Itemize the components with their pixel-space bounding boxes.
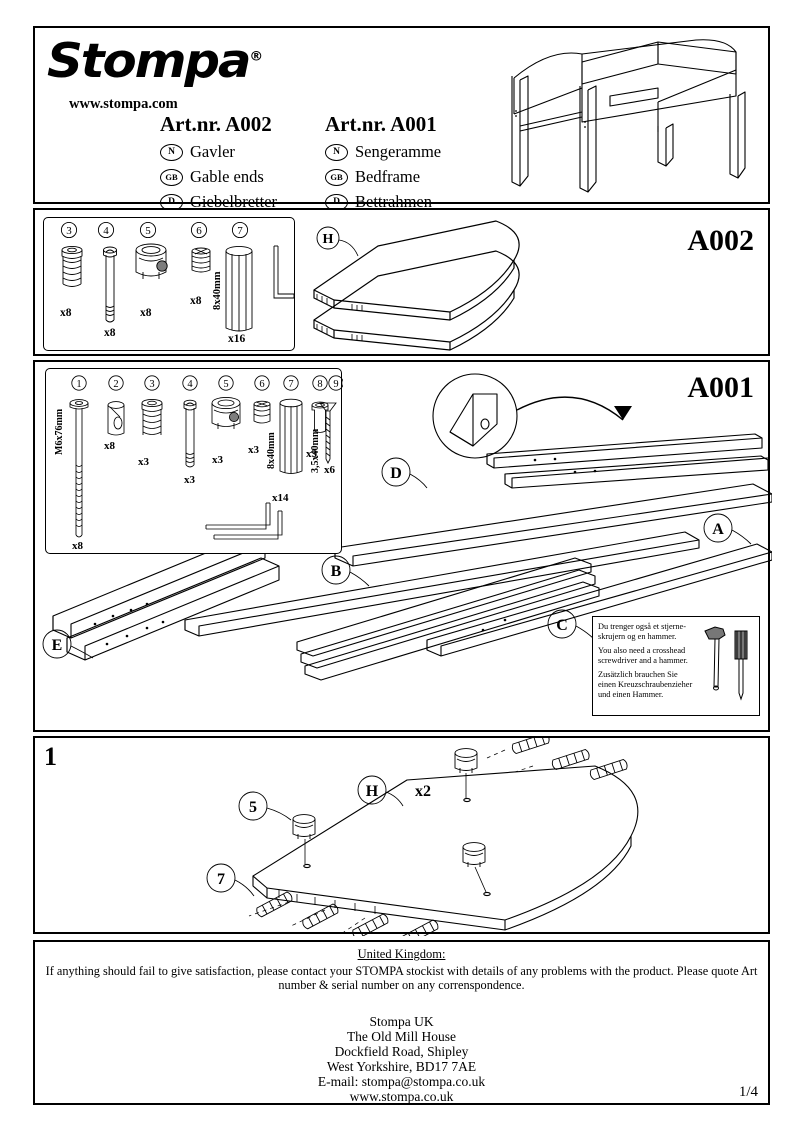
a001-parts-illustration: 1 2 3 4 5 6 7 8 9 xyxy=(54,375,343,552)
lang-label-d: Giebelbretter xyxy=(190,192,278,211)
size-a002-7: 8x40mm xyxy=(212,271,223,310)
lang-label-gb: Gable ends xyxy=(190,167,264,186)
lang-row-n: N Gavler xyxy=(160,142,277,162)
part-number-7: 7 xyxy=(237,225,243,237)
tools-note-no: Du trenger også et stjerne- skrujern og … xyxy=(598,622,687,641)
size-a001-7: 8x40mm xyxy=(266,432,277,469)
a001-panel: A001 xyxy=(33,360,772,732)
qty-a001-9: x6 xyxy=(324,464,336,476)
website-url: www.stompa.com xyxy=(69,96,178,112)
callout-e: E xyxy=(52,637,63,654)
callout-a: A xyxy=(712,521,724,538)
hammer-icon xyxy=(704,626,726,691)
tools-icons xyxy=(704,626,748,701)
qty-a002-5: x8 xyxy=(140,307,152,319)
panel-qty: x2 xyxy=(415,783,431,800)
company-address: Stompa UK The Old Mill House Dockfield R… xyxy=(35,1014,768,1104)
header-panel: Stompa® www.stompa.com Art.nr. A002 N Ga… xyxy=(33,26,770,211)
page-number: 1/4 xyxy=(738,1084,758,1100)
flag-badge-n: N xyxy=(160,143,183,161)
address-line-company: Stompa UK xyxy=(369,1014,434,1029)
callout-part-5: 5 xyxy=(249,799,257,816)
qty-a001-4: x3 xyxy=(184,474,196,486)
svg-text:4: 4 xyxy=(187,379,193,390)
qty-a001-1: x8 xyxy=(72,540,84,552)
bed-frame-illustration xyxy=(511,39,746,193)
a001-rails-illustration: D A B C E xyxy=(42,373,772,681)
tools-note-de: Zusätzlich brauchen Sie einen Kreuzschra… xyxy=(598,670,693,699)
svg-text:8: 8 xyxy=(317,379,322,390)
size-a001-1: M6x76mm xyxy=(54,408,65,455)
address-line-street: Dockfield Road, Shipley xyxy=(334,1044,469,1059)
svg-text:2: 2 xyxy=(113,379,118,390)
part-number-5: 5 xyxy=(145,225,151,237)
qty-a001-3: x3 xyxy=(138,456,150,468)
art-number-a001: Art.nr. A001 xyxy=(325,112,437,136)
address-line-building: The Old Mill House xyxy=(346,1029,457,1044)
screwdriver-icon xyxy=(734,630,748,701)
qty-a002-3: x8 xyxy=(60,307,72,319)
part-number-3: 3 xyxy=(66,225,72,237)
svg-text:6: 6 xyxy=(259,379,264,390)
callout-b: B xyxy=(331,563,342,580)
flag-badge-gb: GB xyxy=(160,168,183,186)
svg-text:1: 1 xyxy=(76,379,81,390)
svg-text:3: 3 xyxy=(149,379,154,390)
qty-a001-2: x8 xyxy=(104,440,116,452)
a001-code-label: A001 xyxy=(687,371,754,404)
footer-panel: United Kingdom: If anything should fail … xyxy=(33,940,770,1105)
callout-panel-h: H xyxy=(366,783,379,800)
a002-code-label: A002 xyxy=(687,224,754,257)
step-1-panel: 1 xyxy=(33,736,770,936)
footer-country-title: United Kingdom: xyxy=(357,947,446,961)
a002-gable-panels-illustration: H xyxy=(313,220,520,351)
tools-note-text: Du trenger også et stjerne- skrujern og … xyxy=(598,622,703,699)
address-line-email: E-mail: stompa@stompa.co.uk xyxy=(317,1074,486,1089)
lang-label-gb: Bedframe xyxy=(355,167,421,186)
a002-parts-box: 3 4 5 6 7 x8 x8 x8 x8 x16 8x40mm xyxy=(43,217,295,351)
svg-text:5: 5 xyxy=(223,379,228,390)
lang-row-n-2: N Sengeramme xyxy=(325,142,441,162)
step-number: 1 xyxy=(44,742,57,771)
step-1-illustration: 5 7 H x2 xyxy=(206,738,639,936)
art-number-a002: Art.nr. A002 xyxy=(160,112,272,136)
qty-a002-4: x8 xyxy=(104,327,116,339)
qty-a001-5: x3 xyxy=(212,454,224,466)
stompa-logo: Stompa® xyxy=(47,34,263,89)
tools-required-note: Du trenger også et stjerne- skrujern og … xyxy=(592,616,760,716)
flag-badge-gb: GB xyxy=(325,168,348,186)
registered-mark: ® xyxy=(249,49,263,65)
qty-a002-7: x16 xyxy=(228,333,246,345)
lang-row-gb: GB Gable ends xyxy=(160,167,277,187)
a002-panel: A002 xyxy=(33,208,770,356)
callout-part-7: 7 xyxy=(217,871,225,888)
qty-a002-6: x8 xyxy=(190,295,202,307)
svg-text:7: 7 xyxy=(288,379,293,390)
address-line-website: www.stompa.co.uk xyxy=(349,1089,454,1104)
lang-label-d: Bettrahmen xyxy=(355,192,432,211)
footer-body-text: If anything should fail to give satisfac… xyxy=(45,964,758,992)
size-a001-9: 3,5x40mm xyxy=(310,428,321,473)
lang-label-n: Sengeramme xyxy=(355,142,442,161)
logo-text: Stompa xyxy=(47,34,252,89)
address-line-region: West Yorkshire, BD17 7AE xyxy=(326,1059,477,1074)
callout-d: D xyxy=(390,465,402,482)
qty-a001-7: x14 xyxy=(272,492,289,504)
flag-badge-n: N xyxy=(325,143,348,161)
a001-parts-box: 1 2 3 4 5 6 7 8 9 xyxy=(45,368,343,554)
callout-h: H xyxy=(323,232,334,247)
svg-text:9: 9 xyxy=(333,379,338,390)
qty-a001-6: x3 xyxy=(248,444,260,456)
lang-row-gb-2: GB Bedframe xyxy=(325,167,441,187)
a002-parts-illustration: 3 4 5 6 7 x8 x8 x8 x8 x16 8x40mm xyxy=(60,221,295,345)
tools-note-en: You also need a crosshead screwdriver an… xyxy=(598,646,688,665)
lang-label-n: Gavler xyxy=(190,142,235,161)
callout-c: C xyxy=(556,617,568,634)
qty-a001-8: x3 xyxy=(306,448,318,460)
art-column-a001: Art.nr. A001 N Sengeramme GB Bedframe D … xyxy=(325,112,441,212)
part-number-4: 4 xyxy=(103,225,109,237)
art-column-a002: Art.nr. A002 N Gavler GB Gable ends D Gi… xyxy=(160,112,277,212)
part-number-6: 6 xyxy=(196,225,202,237)
